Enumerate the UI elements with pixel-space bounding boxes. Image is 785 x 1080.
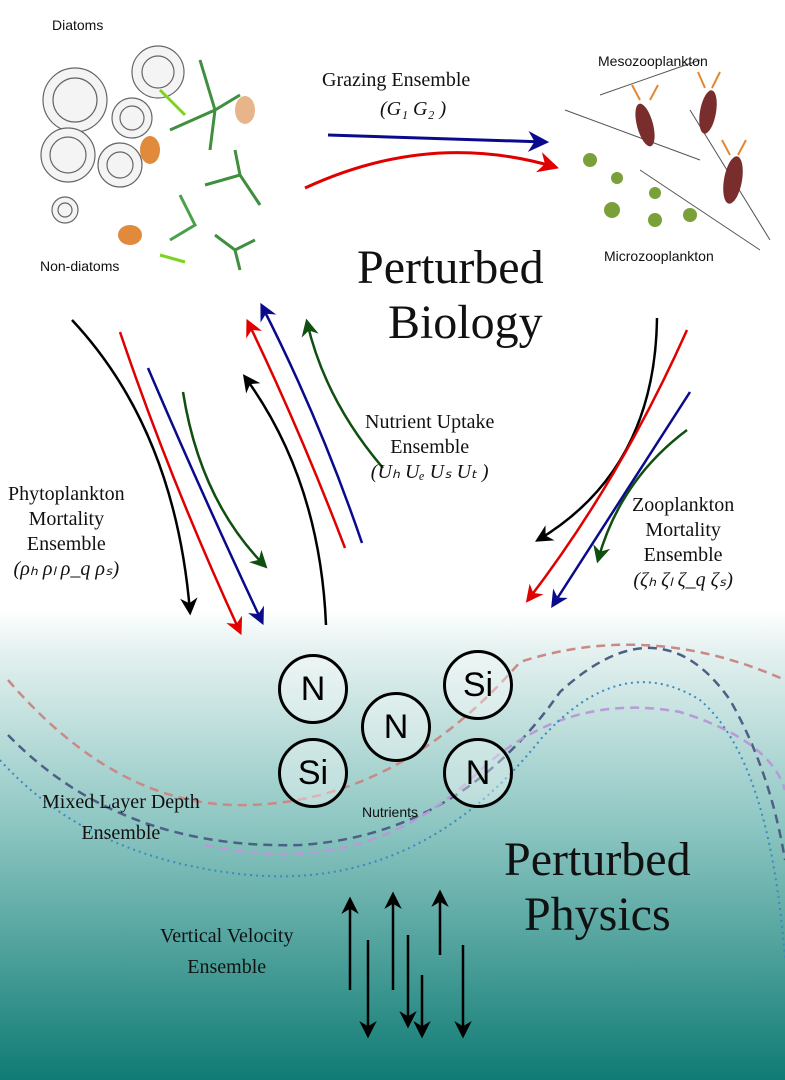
physics-line-2: Physics: [523, 888, 671, 942]
biology-line-2: Biology: [387, 296, 543, 350]
nutrient-si-2: Si: [443, 650, 513, 720]
ocean-background: [0, 610, 785, 1080]
nutrient-n-2: N: [361, 692, 431, 762]
nutrient-uptake-label: Nutrient Uptake Ensemble (Uₕ Uₑ Uₛ Uₜ ): [365, 410, 494, 485]
grazing-ensemble-label: Grazing Ensemble: [322, 69, 471, 91]
diatoms-illustration: [40, 45, 185, 224]
zoo-line-1: Zooplankton: [632, 494, 735, 516]
uptake-arrow-blue: [260, 302, 364, 544]
vv-line-2: Ensemble: [187, 956, 267, 978]
phyto-mortality-arrow-green: [181, 391, 268, 569]
zoo-mortality-arrow-blue: [551, 391, 692, 608]
uptake-params: (Uₕ Uₑ Uₛ Uₜ ): [370, 461, 489, 483]
phyto-mortality-arrow-black: [71, 319, 198, 616]
grazing-arrow-red: [304, 151, 560, 190]
uptake-arrow-green: [301, 318, 384, 469]
vv-line-1: Vertical Velocity: [160, 925, 294, 947]
grazing-params: (G₁ G₂ ): [380, 98, 447, 120]
non-diatoms-label: Non-diatoms: [40, 258, 120, 274]
zoo-mortality-arrow-green: [593, 428, 688, 564]
mld-line-2: Ensemble: [81, 822, 161, 844]
vertical-velocity-label: Vertical Velocity Ensemble: [160, 924, 293, 980]
grazing-arrow-blue: [327, 130, 550, 152]
phyto-mortality-label: Phytoplankton Mortality Ensemble (ρₕ ρₗ …: [8, 482, 125, 582]
mld-ensemble-label: Mixed Layer Depth Ensemble: [42, 790, 200, 846]
mld-line-1: Mixed Layer Depth: [42, 791, 200, 813]
zoo-mortality-arrow-red: [525, 329, 689, 603]
mld-curve-red: [7, 643, 785, 807]
perturbed-physics-title: Perturbed Physics: [504, 832, 691, 942]
nutrients-label: Nutrients: [362, 804, 419, 820]
uptake-arrow-black: [242, 374, 328, 626]
biology-line-1: Perturbed: [357, 241, 544, 294]
mld-curve-cyan: [0, 681, 785, 961]
physics-line-1: Perturbed: [504, 833, 691, 886]
zoo-params: (ζₕ ζₗ ζ_q ζₛ): [633, 569, 733, 591]
phyto-mortality-arrow-blue: [146, 367, 264, 626]
mld-curve-lilac: [204, 706, 785, 856]
phyto-mortality-arrow-red: [118, 331, 243, 636]
uptake-arrow-red: [246, 318, 347, 549]
phyto-line-2: Mortality: [28, 508, 105, 530]
uptake-line-1: Nutrient Uptake: [365, 411, 495, 433]
nutrient-si-1: Si: [278, 738, 348, 808]
microzooplankton-label: Microzooplankton: [604, 248, 714, 264]
perturbed-biology-title: Perturbed Biology: [357, 240, 544, 350]
phyto-line-3: Ensemble: [26, 533, 106, 555]
zoo-line-2: Mortality: [645, 519, 721, 541]
zoo-mortality-label: Zooplankton Mortality Ensemble (ζₕ ζₗ ζ_…: [632, 493, 734, 593]
zoo-line-3: Ensemble: [643, 544, 723, 566]
uptake-line-2: Ensemble: [390, 436, 470, 458]
nutrient-n-3: N: [443, 738, 513, 808]
mesozooplankton-label: Mesozooplankton: [598, 53, 708, 69]
mld-curve-navy: [7, 646, 785, 861]
phyto-line-1: Phytoplankton: [8, 483, 125, 505]
phyto-params: (ρₕ ρₗ ρ_q ρₛ): [13, 558, 120, 580]
zooplankton-illustration: [564, 59, 771, 251]
diatoms-label: Diatoms: [52, 17, 104, 33]
nutrient-n-1: N: [278, 654, 348, 724]
vertical-velocity-arrows: [341, 889, 472, 1039]
non-diatoms-illustration: [118, 59, 262, 271]
